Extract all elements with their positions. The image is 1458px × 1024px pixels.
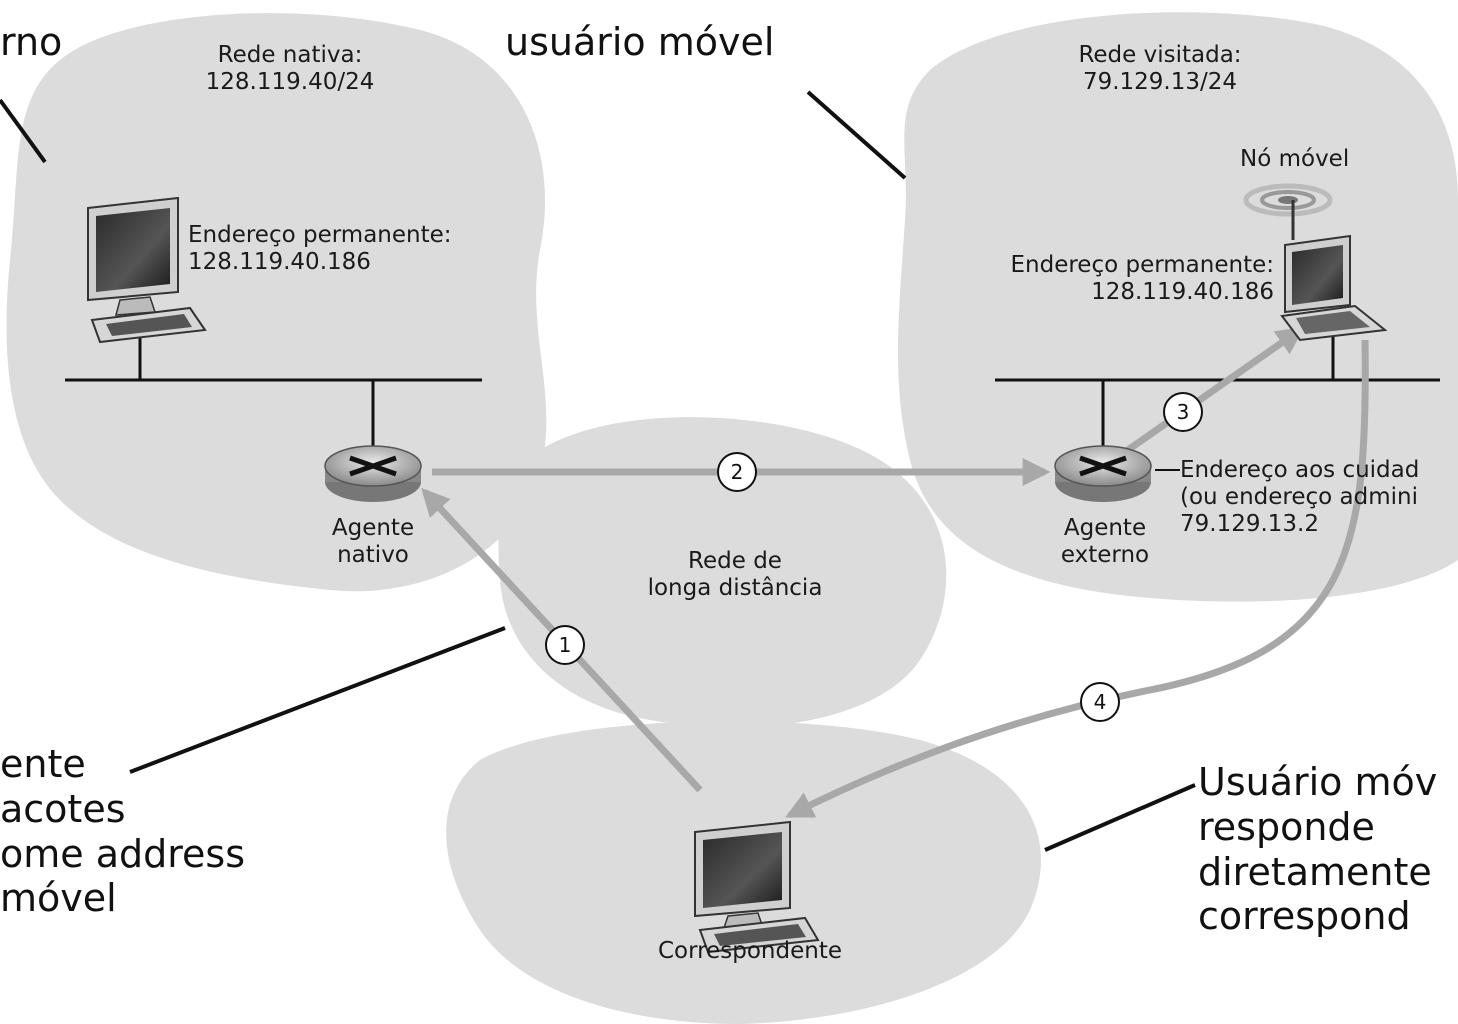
callout-bottom-left-2: acotes: [0, 786, 126, 831]
home-network-subnet: 128.119.40/24: [205, 69, 375, 96]
callout-bottom-left-1: ente: [0, 742, 86, 786]
care-of-address-line-1: Endereço aos cuidad: [1180, 457, 1420, 483]
correspondent-label: Correspondente: [657, 938, 842, 964]
callout-bottom-right-3: diretamente: [1198, 849, 1432, 894]
callout-bottom-right-1: Usuário móv: [1198, 760, 1438, 804]
step-marker-2: 2: [717, 452, 757, 492]
callout-bottom-right-4: correspond: [1198, 894, 1411, 939]
home-host-address: 128.119.40.186: [188, 249, 371, 276]
visited-network-title: Rede visitada:: [1078, 42, 1242, 68]
visited-host-label: Endereço permanente:: [1010, 252, 1274, 278]
wan-label-1: Rede de: [688, 548, 782, 574]
step-marker-3: 3: [1163, 392, 1203, 432]
arrow-step-3: [1122, 326, 1305, 455]
callout-line-top-left: [0, 98, 47, 164]
callout-bottom-right-2: responde: [1198, 804, 1375, 849]
mobile-node-laptop-icon: [1243, 183, 1388, 342]
home-agent-router-icon: [324, 445, 422, 502]
svg-text:4: 4: [1094, 690, 1107, 714]
wan-label-2: longa distância: [647, 575, 823, 602]
step-marker-1: 1: [545, 625, 585, 665]
callout-top-center: usuário móvel: [505, 20, 775, 64]
visited-host-address: 128.119.40.186: [1091, 279, 1274, 306]
callout-line-bottom-right: [1044, 783, 1196, 852]
home-host-computer-icon: [87, 196, 207, 344]
svg-text:3: 3: [1177, 400, 1190, 424]
foreign-agent-label-1: Agente: [1063, 515, 1147, 541]
home-host-label: Endereço permanente:: [188, 222, 452, 248]
home-agent-label-1: Agente: [331, 515, 415, 541]
svg-text:1: 1: [559, 633, 572, 657]
wan-cloud: [498, 417, 947, 728]
arrow-step-4: [784, 339, 1369, 819]
care-of-address-line-2: (ou endereço admini: [1180, 484, 1418, 511]
callout-bottom-left-3: ome address: [0, 831, 246, 876]
step-marker-4: 4: [1080, 682, 1120, 722]
callout-bottom-left-4: móvel: [0, 876, 117, 921]
foreign-agent-router-icon: [1054, 445, 1152, 502]
mobile-node-label: Nó móvel: [1240, 146, 1350, 172]
visited-network-subnet: 79.129.13/24: [1082, 69, 1238, 96]
correspondent-computer-icon: [694, 820, 820, 954]
home-network-title: Rede nativa:: [217, 42, 363, 68]
callout-line-top-center: [806, 90, 907, 180]
visited-network-cloud: [898, 12, 1458, 602]
callout-top-left: rno: [0, 20, 63, 64]
callout-line-bottom-left: [129, 626, 506, 774]
home-network-cloud: [6, 13, 547, 592]
svg-text:2: 2: [731, 460, 744, 484]
care-of-address-line-3: 79.129.13.2: [1180, 511, 1319, 538]
foreign-agent-label-2: externo: [1060, 542, 1150, 569]
home-agent-label-2: nativo: [337, 542, 409, 569]
